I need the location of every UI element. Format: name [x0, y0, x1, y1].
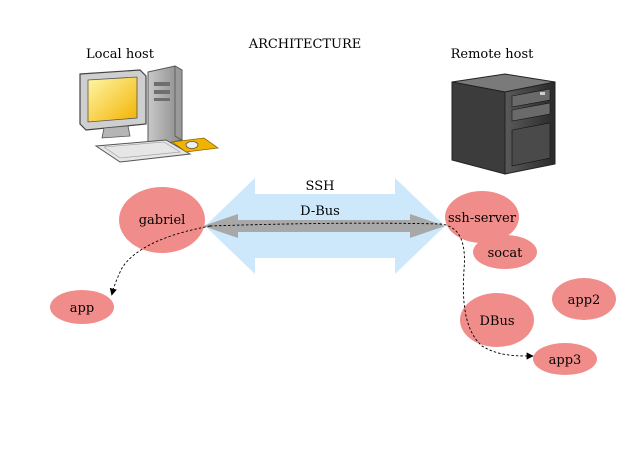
node-app3: [533, 343, 597, 375]
flow-gabriel-to-app3: [209, 222, 534, 360]
node-app2-label: app2: [568, 293, 601, 308]
node-dbus-label: DBus: [479, 314, 514, 329]
dbus-arrow: [203, 214, 445, 238]
node-app-label: app: [70, 301, 94, 316]
flow-gabriel-to-app: [109, 225, 211, 296]
node-gabriel-label: gabriel: [139, 213, 186, 228]
server-tower-icon: [451, 73, 556, 175]
desktop-computer-icon: [79, 65, 220, 163]
node-socat-label: socat: [488, 246, 524, 261]
node-dbus: [460, 293, 534, 347]
diagram-title: ARCHITECTURE: [248, 37, 362, 52]
node-ssh-server: [445, 191, 519, 243]
node-app: [50, 290, 114, 324]
node-gabriel: [119, 187, 205, 253]
node-ssh-server-label: ssh-server: [448, 211, 517, 226]
ssh-label: SSH: [306, 179, 335, 194]
local-host-label: Local host: [86, 47, 155, 62]
node-app2: [552, 278, 616, 320]
dbus-label: D-Bus: [300, 204, 340, 219]
remote-host-label: Remote host: [451, 47, 535, 62]
node-app3-label: app3: [549, 353, 582, 368]
node-socat: [473, 235, 537, 269]
